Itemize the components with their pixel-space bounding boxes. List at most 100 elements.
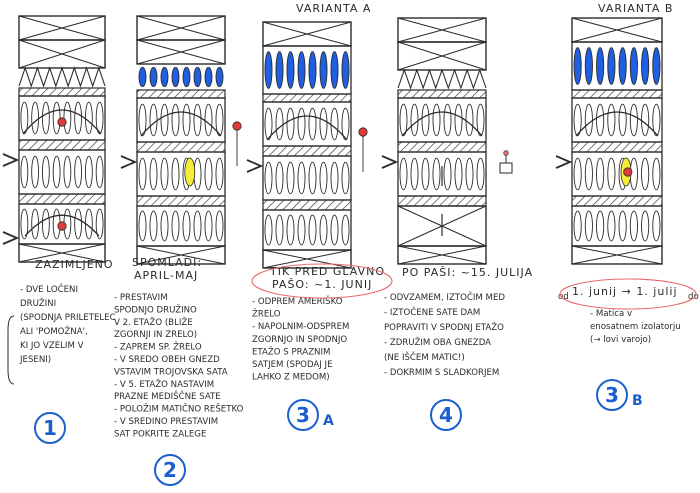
hive-3A [246,21,368,269]
brood-comb [149,157,158,191]
queen-marker-icon [358,127,368,137]
badge-circle [596,379,628,411]
brood-comb [465,103,474,137]
heading-to: do [688,292,699,302]
honey-comb [193,66,202,88]
brood-comb [454,103,463,137]
brood-comb [584,157,593,191]
box-diagonal [571,245,663,265]
brood-comb [160,210,169,242]
brood-comb [20,208,29,240]
brood-comb [286,107,295,141]
brood-comb [264,214,273,246]
brood-comb [641,103,650,137]
hatched-band [18,87,106,97]
hatched-band [571,141,663,153]
brood-comb [138,157,147,191]
open-brood-comb [184,157,196,187]
brood-comb [399,103,408,137]
stage-note: DRUŽINI [20,297,56,309]
brood-comb [74,101,83,135]
brood-comb [596,103,605,137]
feeder-icon [499,162,513,174]
hatched-band [136,89,226,99]
box-diagonal [18,243,106,263]
hatched-band [397,195,487,207]
stage-note: - ZAPREM SP. ŽRELO [114,341,202,353]
stage-note: POPRAVITI V SPODNJ ETAŽO [384,321,504,333]
brood-comb [607,210,616,242]
stage-note: ZGORNJO IN SPODNJO [252,335,347,345]
honey-comb [607,47,616,85]
brood-comb [41,101,50,135]
box-diagonal [136,15,226,41]
brood-comb [275,214,284,246]
stage-note: (SPODNJA PRILETELEC [20,313,116,323]
entrance-arrow-icon [2,153,20,167]
brood-comb [652,157,661,191]
box-diagonal [136,39,226,65]
honey-comb [138,66,147,88]
honey-comb [264,51,273,89]
comb-zigzag [397,68,487,90]
badge-number: 3 [605,383,619,407]
brood-comb [584,103,593,137]
hatched-band [18,193,106,205]
badge-variant: A [323,413,334,429]
brood-comb [63,101,72,135]
brood-comb [74,155,83,189]
brood-comb [171,210,180,242]
honey-comb [319,51,328,89]
brood-comb [341,214,350,246]
badge-number: 1 [43,416,57,440]
brood-comb [204,210,213,242]
highlight-oval [559,278,697,310]
super-box [397,245,487,265]
brood-comb [297,107,306,141]
brood-comb [443,103,452,137]
honey-comb [297,51,306,89]
entrance-arrow-icon [555,155,573,169]
brood-comb [275,161,284,195]
honey-comb [330,51,339,89]
brood-comb [204,103,213,137]
brood-comb [215,157,224,191]
brood-comb [149,210,158,242]
brood-comb [138,103,147,137]
hatched-band [571,89,663,99]
stage-note: ETAŽO S PRAZNIM [252,345,330,357]
brood-comb [31,155,40,189]
entrance-arrow-icon [120,155,138,169]
stage-note: LAHKO Z MEDOM) [252,373,330,383]
stage-note: SPODNJO DRUŽINO [114,303,197,315]
brood-comb [138,210,147,242]
stage-note: JESENI) [19,355,51,365]
brood-comb [52,155,61,189]
stage-heading: PO PAŠI: ~15. JULIJA [402,266,533,279]
stage-note: enosatnem izolatorju [590,322,681,332]
hatched-band [397,141,487,153]
box-diagonal [136,245,226,265]
badge-variant: B [632,393,643,409]
stage-heading: ZAZIMLJENO [35,258,114,271]
super-box [262,249,352,269]
stage-heading: 1. junij → 1. julij [572,285,678,298]
stage-note: - NAPOLNIM-ODSPREM [252,322,349,332]
brood-comb [607,157,616,191]
hive-4 [381,17,513,265]
brood-comb [204,157,213,191]
brood-comb [330,161,339,195]
brood-comb [63,155,72,189]
box-diagonal [262,249,352,269]
variant-b-label: VARIANTA B [598,2,673,15]
entrance-arrow-icon [2,231,20,245]
badge-circle [287,399,319,431]
honey-comb [275,51,284,89]
stage-heading-2: PAŠO: ~1. JUNIJ [272,278,372,291]
brood-comb [149,103,158,137]
brood-arch [401,111,483,137]
queen-marker-icon [57,117,67,127]
hatched-band [262,145,352,157]
